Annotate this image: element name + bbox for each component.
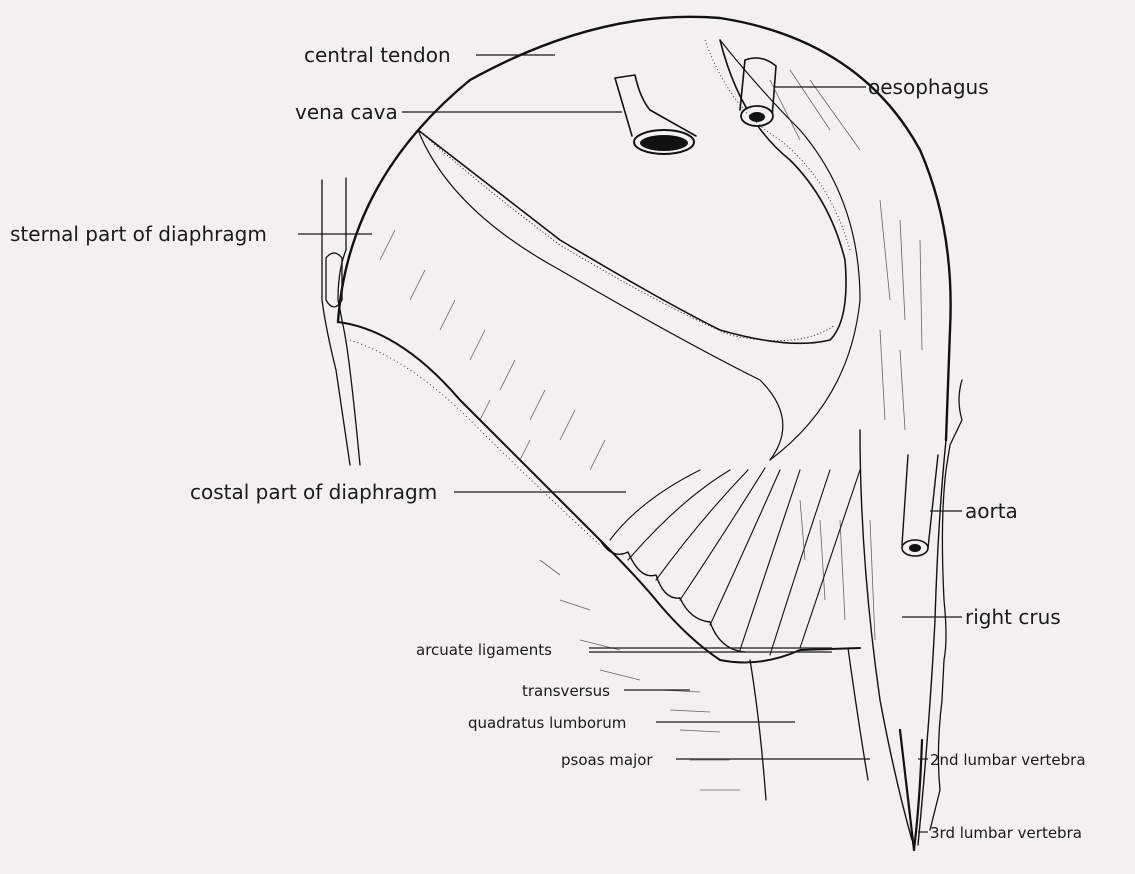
label-arcuate-ligaments: arcuate ligaments <box>416 641 552 659</box>
vena-cava-lumen <box>640 135 688 151</box>
leader-lines <box>298 55 962 832</box>
label-transversus: transversus <box>522 682 610 700</box>
psoas-major-edge <box>848 648 868 780</box>
label-sternal-part: sternal part of diaphragm <box>10 222 267 246</box>
quadratus-lumborum-edge <box>750 660 766 800</box>
costal-hatching <box>350 340 600 545</box>
oesophagus-lumen <box>749 112 765 122</box>
label-quadratus-lumborum: quadratus lumborum <box>468 714 626 732</box>
diaphragm-drawing <box>322 17 962 850</box>
label-lumbar-2: 2nd lumbar vertebra <box>930 751 1086 769</box>
vena-cava-tube <box>615 75 696 136</box>
label-vena-cava: vena cava <box>295 100 398 124</box>
label-right-crus: right crus <box>965 605 1061 629</box>
right-crus-right-edge <box>918 440 946 845</box>
tendon-lower-edge <box>418 130 783 460</box>
label-psoas-major: psoas major <box>561 751 653 769</box>
upper-hatching <box>705 40 850 250</box>
label-oesophagus: oesophagus <box>868 75 989 99</box>
dome-outline <box>338 17 951 440</box>
label-lumbar-3: 3rd lumbar vertebra <box>930 824 1082 842</box>
label-central-tendon: central tendon <box>304 43 451 67</box>
aorta-tube <box>902 455 938 548</box>
label-costal-part: costal part of diaphragm <box>190 480 437 504</box>
central-tendon-boundary <box>418 40 846 343</box>
label-aorta: aorta <box>965 499 1018 523</box>
muscle-fibers <box>380 70 922 790</box>
aorta-lumen <box>909 544 921 552</box>
